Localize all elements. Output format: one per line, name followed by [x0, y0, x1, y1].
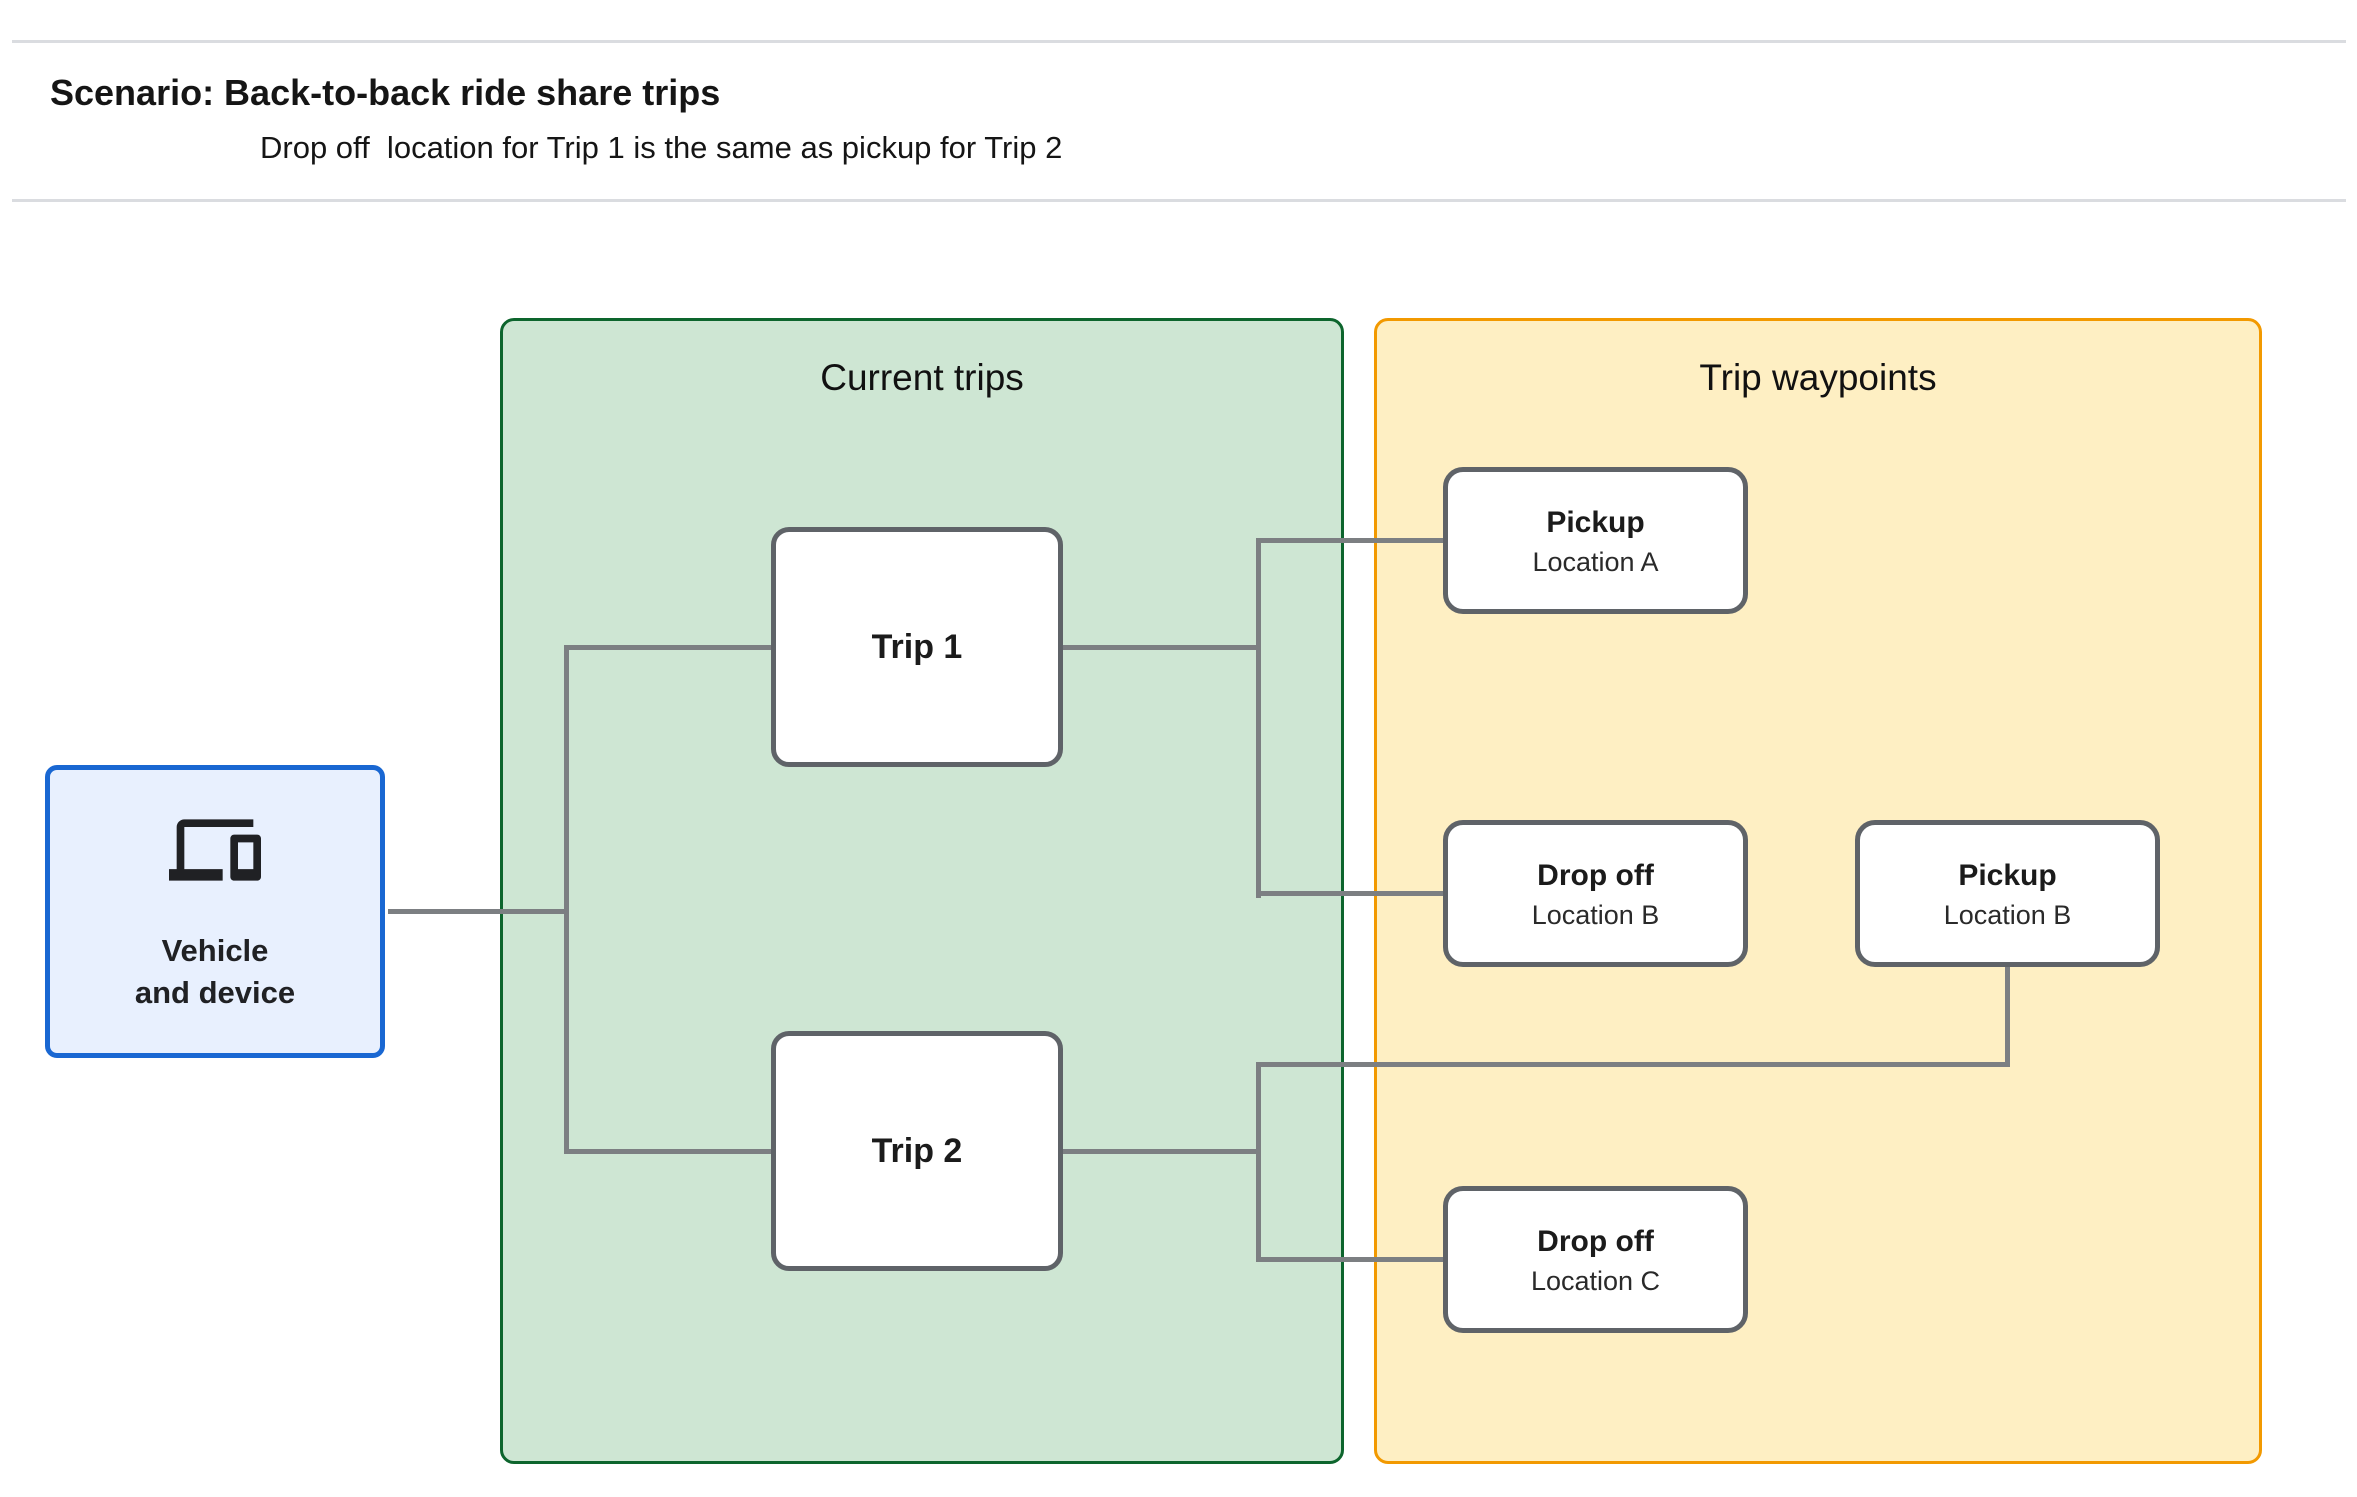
current-trips-title: Current trips	[820, 357, 1024, 398]
pickup-location-b-node: Pickup Location B	[1855, 820, 2160, 967]
dropoff-location-b-node: Drop off Location B	[1443, 820, 1748, 967]
connector-trunk-trip1-waypoints	[1256, 538, 1261, 898]
connector-trunk-to-trip1	[566, 645, 773, 650]
connector-vehicle-to-trunk	[388, 909, 566, 914]
vehicle-label-line2: and device	[134, 975, 296, 1010]
top-divider	[12, 40, 2346, 43]
connector-trunk-trips	[564, 645, 569, 1154]
dropoff-c-subtitle: Location C	[1530, 1265, 1661, 1296]
connector-pickup-b-drop	[2005, 965, 2010, 1067]
connector-trunk-to-trip2	[566, 1149, 773, 1154]
devices-icon	[169, 819, 261, 881]
connector-trip1-to-trunk2	[1063, 645, 1261, 650]
trip-2-label: Trip 2	[871, 1131, 963, 1170]
pickup-a-title: Pickup	[1546, 505, 1645, 539]
vehicle-label-line1: Vehicle	[161, 933, 269, 968]
pickup-a-subtitle: Location A	[1532, 546, 1659, 577]
pickup-b-subtitle: Location B	[1943, 899, 2072, 930]
dropoff-b-title: Drop off	[1537, 858, 1654, 892]
connector-to-dropoff-c	[1258, 1257, 1445, 1262]
pickup-location-a-node: Pickup Location A	[1443, 467, 1748, 614]
page-title: Scenario: Back-to-back ride share trips	[50, 72, 721, 113]
connector-trip2-to-trunk3	[1063, 1149, 1261, 1154]
dropoff-location-c-node: Drop off Location C	[1443, 1186, 1748, 1333]
page-subtitle: Drop off location for Trip 1 is the same…	[260, 130, 1063, 165]
vehicle-label: Vehicle and device	[135, 930, 295, 1014]
trip-2-node: Trip 2	[771, 1031, 1063, 1271]
header-divider	[12, 199, 2346, 202]
trip-waypoints-title: Trip waypoints	[1699, 357, 1937, 398]
vehicle-and-device-node: Vehicle and device	[45, 765, 385, 1058]
trip-1-node: Trip 1	[771, 527, 1063, 767]
connector-to-pickup-a	[1258, 538, 1445, 543]
dropoff-c-title: Drop off	[1537, 1224, 1654, 1258]
connector-trunk3-to-pickup-b	[1258, 1062, 2010, 1067]
connector-to-dropoff-b	[1258, 891, 1445, 896]
connector-trunk-trip2-waypoints	[1256, 1062, 1261, 1262]
trip-1-label: Trip 1	[871, 627, 963, 666]
current-trips-container: Current trips	[500, 318, 1344, 1464]
dropoff-b-subtitle: Location B	[1531, 899, 1660, 930]
pickup-b-title: Pickup	[1958, 858, 2057, 892]
